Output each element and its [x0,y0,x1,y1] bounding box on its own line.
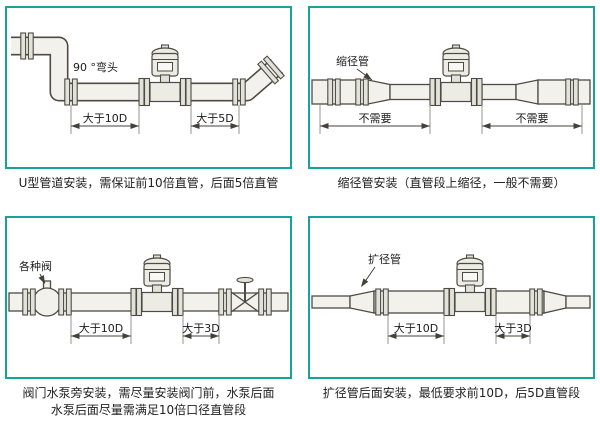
dimension-before: 大于10D [387,314,445,344]
elbow-label: 90 °弯头 [73,60,118,74]
dimension-after: 大于3D [182,314,220,344]
reducer-callout: 缩径管 [336,54,374,83]
panel-u-type: 90 °弯头 大于10D [5,6,292,169]
leader-arrowhead [358,278,369,289]
dimension-after: 大于3D [494,314,532,344]
dimension-label: 不需要 [516,112,549,125]
caption-expander: 扩径管后面安装，最低要求前10D，后5D直管段 [322,385,581,400]
dimension-after: 大于5D [190,105,240,134]
cell-expander: 扩径管 大于10D [308,215,595,419]
diagram-valve: 各种阀 大于10D [8,254,289,344]
pipe-run [311,290,591,314]
ball-valve [32,280,62,317]
expander-callout: 扩径管 [358,252,401,289]
dimension-label: 大于5D [196,111,233,125]
expander-label: 扩径管 [368,252,401,266]
flowmeter [138,44,192,107]
flowmeter [443,254,497,316]
pipe-run [11,36,284,102]
reducer-cone [515,79,539,105]
dimension-label: 大于10D [394,321,438,335]
dimension-before: 大于10D [70,105,140,134]
panel-reducer: 缩径管 不需要 [308,6,595,169]
reducer-label: 缩径管 [336,54,369,68]
dimension-label: 大于10D [83,111,127,125]
dimension-label: 大于10D [79,321,123,335]
cell-u-type: 90 °弯头 大于10D [5,6,292,192]
dimension-after: 不需要 [481,105,583,134]
caption-valve-line2: 水泵后面尽量需满足10倍口径直管段 [50,402,247,417]
panel-valve: 各种阀 大于10D [5,215,292,379]
diagram-grid: 90 °弯头 大于10D [5,6,595,418]
diagram-u-type: 90 °弯头 大于10D [11,32,285,134]
diagram-expander: 扩径管 大于10D [311,252,591,344]
cell-reducer: 缩径管 不需要 [308,6,595,192]
dimension-before: 大于10D [70,314,132,344]
expander-cone [543,290,567,314]
cell-valve: 各种阀 大于10D [5,215,292,419]
valve-callout: 各种阀 [19,259,52,286]
diagram-reducer: 缩径管 不需要 [311,44,591,134]
caption-valve-line1: 阀门水泵旁安装，需尽量安装阀门前，水泵后面 [22,385,275,400]
reducer-cone [367,79,391,105]
dimension-label: 大于3D [494,321,531,335]
dimension-before: 不需要 [319,105,431,134]
valve-label: 各种阀 [19,259,52,273]
caption-u-type: U型管道安装，需保证前10倍直管，后面5倍直管 [18,176,279,190]
dimension-label: 大于3D [182,321,219,335]
flowmeter [429,44,483,107]
panel-expander: 扩径管 大于10D [308,215,595,379]
expander-cone [349,290,375,314]
dimension-label: 不需要 [359,112,392,125]
flowmeter [130,254,184,316]
caption-reducer: 缩径管安装（直管段上缩径，一般不需要） [337,176,566,190]
